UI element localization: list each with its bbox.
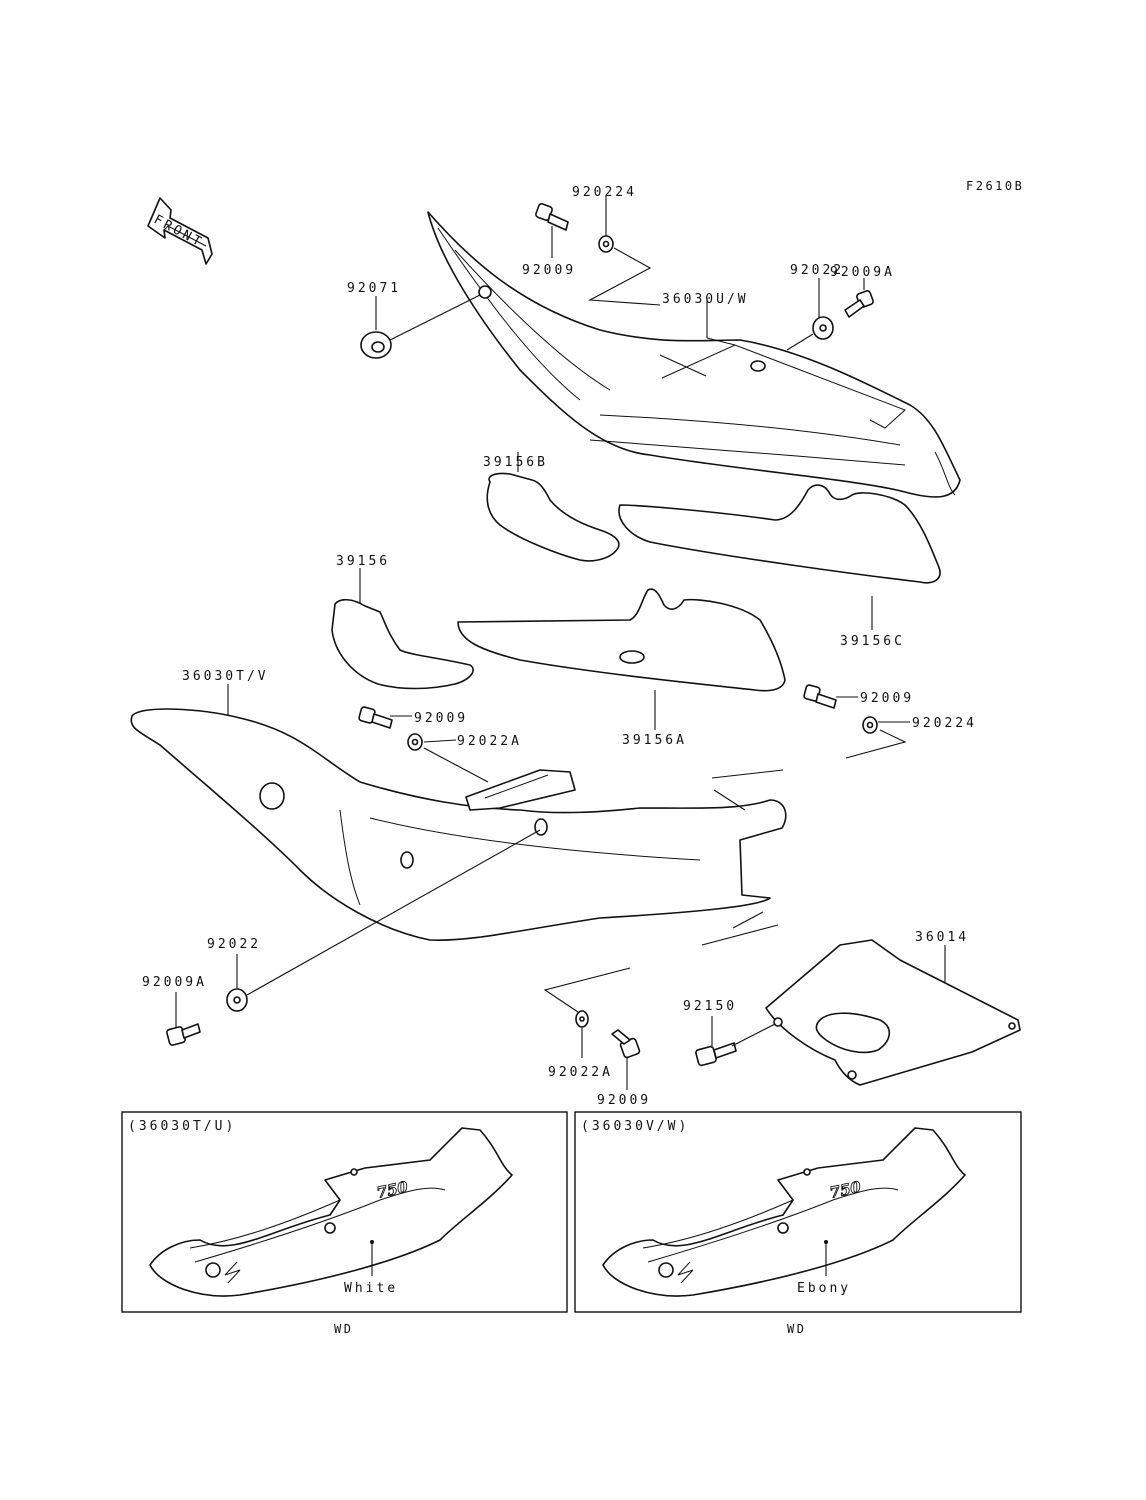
side-cover-39156A xyxy=(457,588,786,692)
callout-39156A: 39156A xyxy=(622,733,687,748)
rear-cowl-upper-part xyxy=(427,211,961,498)
callout-92009A: 92009A xyxy=(830,265,895,280)
callout-92022A-bottom: 92022A xyxy=(548,1065,613,1080)
callout-36030TV: 36030T/V xyxy=(182,669,269,684)
callout-92009-mid-left: 92009 xyxy=(414,711,468,726)
callout-92009A-bottom: 92009A xyxy=(142,975,207,990)
callout-92022-visible: 92022 xyxy=(790,263,844,278)
callout-92150: 92150 xyxy=(683,999,737,1014)
side-cover-39156B xyxy=(486,472,620,562)
leader-lines xyxy=(175,196,946,1090)
callout-920224-mid-right: 920224 xyxy=(912,716,977,731)
bolt-icon xyxy=(358,706,393,729)
color-label-white: White xyxy=(344,1281,398,1296)
variant-panel-left: (36030T/U) 750 White WD xyxy=(121,1111,568,1336)
grommet-icon xyxy=(360,331,392,359)
callout-92071: 92071 xyxy=(347,281,401,296)
side-cover-39156C xyxy=(618,484,941,584)
side-cover-39156 xyxy=(331,598,474,690)
callout-36030UW: 36030U/W xyxy=(662,292,749,307)
figure-code: F2610B xyxy=(966,179,1024,193)
callout-92009: 92009 xyxy=(522,263,576,278)
bolt-icon xyxy=(695,1042,737,1067)
rear-cowl-lower-part xyxy=(130,708,787,942)
callout-92009-bottom: 92009 xyxy=(597,1093,651,1108)
callout-92022-bottom: 92022 xyxy=(207,937,261,952)
bolt-icon xyxy=(611,1029,641,1059)
callout-920224: 920224 xyxy=(572,185,637,200)
undercover-36014 xyxy=(765,939,1021,1086)
bolt-icon xyxy=(535,203,569,231)
callout-39156B: 39156B xyxy=(483,455,548,470)
mount-hole-icon xyxy=(619,650,645,664)
callout-39156C: 39156C xyxy=(840,634,905,649)
callout-92022A-mid-left: 92022A xyxy=(457,734,522,749)
bolt-icon xyxy=(166,1023,201,1046)
bolt-icon xyxy=(803,684,837,709)
variant-panel-right: (36030V/W) 750 Ebony WD xyxy=(574,1111,1022,1336)
panel-footer: WD xyxy=(787,1322,806,1336)
callout-36014: 36014 xyxy=(915,930,969,945)
front-arrow-icon: FRONT xyxy=(147,197,213,265)
callout-92009-mid-right: 92009 xyxy=(860,691,914,706)
panel-footer: WD xyxy=(334,1322,353,1336)
color-label-ebony: Ebony xyxy=(797,1281,851,1296)
panel-header: (36030T/U) xyxy=(128,1119,236,1134)
bolt-icon xyxy=(844,290,874,318)
callout-39156: 39156 xyxy=(336,554,390,569)
panel-header: (36030V/W) xyxy=(581,1119,689,1134)
